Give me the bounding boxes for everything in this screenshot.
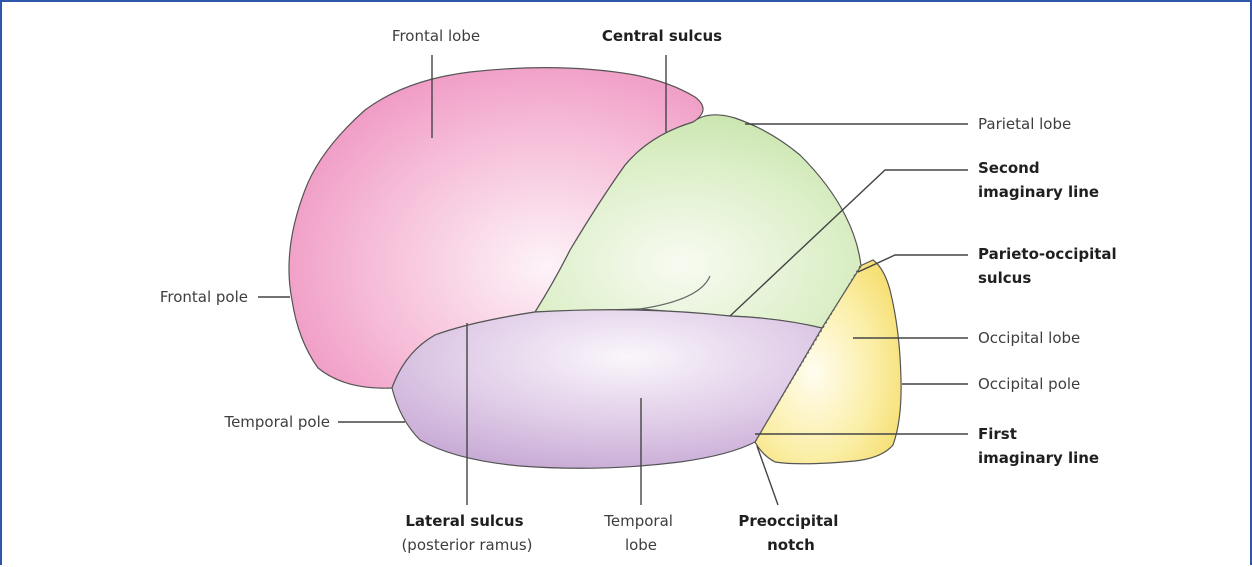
parieto-occipital-boundary [754,265,861,443]
label-first-imaginary-line: First imaginary line [978,425,1099,467]
occipital-lobe-region [754,259,902,465]
label-occipital-lobe: Occipital lobe [978,329,1080,347]
label-occipital-pole: Occipital pole [978,375,1080,393]
label-temporal-lobe: Temporal lobe [603,512,677,554]
frontal-lobe-region [288,67,704,389]
label-parieto-occipital-sulcus: Parieto-occipital sulcus [978,245,1122,287]
label-second-imaginary-line: Second imaginary line [978,159,1099,201]
label-lateral-sulcus: Lateral sulcus (posterior ramus) [401,511,532,554]
label-preoccipital-notch: Preoccipital notch [738,512,843,554]
leader-second-imaginary-line [729,169,968,317]
label-temporal-pole: Temporal pole [223,413,330,431]
leader-parieto-occipital-sulcus [857,254,968,273]
leader-preoccipital-notch [756,445,779,506]
label-frontal-lobe: Frontal lobe [392,27,480,45]
label-frontal-pole: Frontal pole [160,288,248,306]
label-parietal-lobe: Parietal lobe [978,115,1071,133]
label-central-sulcus: Central sulcus [602,27,722,45]
lateral-sulcus-curve [639,275,711,310]
